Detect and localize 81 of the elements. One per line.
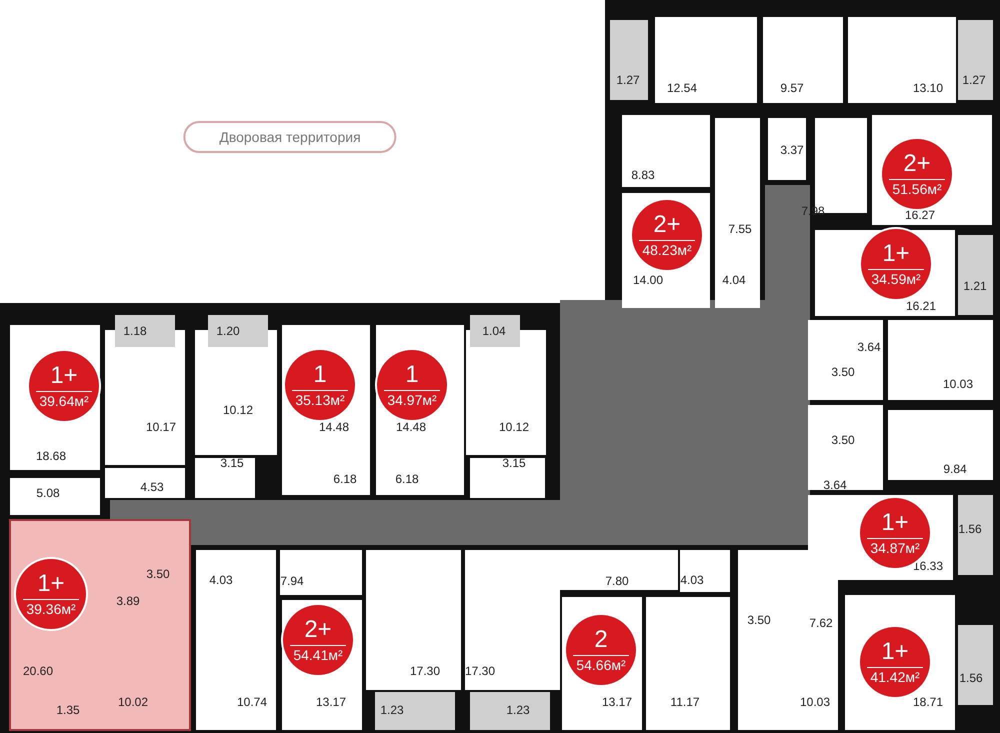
room-area-label: 17.30	[464, 664, 496, 678]
room-area-label: 1.27	[962, 73, 986, 87]
room-count-text: 1+	[50, 362, 78, 388]
room-area-label: 7.94	[280, 574, 304, 588]
room-area-label: 1.18	[123, 324, 147, 338]
room-area-label: 1.56	[958, 522, 982, 536]
room-area-label: 18.68	[36, 449, 66, 463]
room-count-text: 2+	[653, 212, 681, 238]
room-area-label: 3.50	[146, 567, 170, 581]
room-area-label: 10.12	[222, 403, 254, 417]
room-count-text: 1	[405, 362, 419, 388]
room-area-label: 13.17	[316, 695, 346, 709]
room-area-label: 8.83	[631, 168, 655, 182]
room-area-label: 4.03	[680, 573, 704, 587]
room-area-label: 18.71	[912, 695, 944, 709]
room-count-text: 1	[313, 362, 327, 388]
room-area-label: 16.21	[906, 299, 936, 313]
apartment-area-text: 54.66м²	[573, 654, 629, 674]
room-area-label: 1.04	[482, 324, 506, 338]
room-area-label: 13.17	[602, 695, 632, 709]
room-area-label: 20.60	[22, 664, 54, 678]
room-area-label: 13.10	[912, 81, 944, 95]
room-area-label: 7.55	[728, 222, 752, 236]
room-area-label: 3.50	[831, 433, 855, 447]
room-count-text: 2	[594, 626, 608, 652]
room-area-label: 7.80	[605, 574, 629, 588]
apartment-area-text: 34.87м²	[867, 538, 923, 556]
room-area-label: 4.53	[140, 480, 164, 494]
room-area-label: 10.17	[146, 420, 176, 434]
room-area-label: 10.12	[498, 420, 530, 434]
room-area-label: 3.50	[831, 365, 855, 379]
apartment-area-text: 54.41м²	[290, 644, 346, 664]
room-area-label: 3.50	[747, 613, 771, 627]
room-area-label: 9.57	[780, 81, 804, 95]
room-area-label: 1.23	[506, 703, 530, 717]
room-area-label: 10.74	[236, 695, 268, 709]
room-count-text: 1+	[882, 240, 910, 266]
area-name-label: Дворовая территория	[183, 121, 397, 153]
apartment-area-text: 39.64м²	[36, 390, 92, 410]
room-area-label: 14.00	[632, 273, 664, 287]
room-area-label: 10.03	[942, 377, 974, 391]
apartment-area-text: 34.97м²	[384, 390, 440, 408]
room-area-label: 4.03	[209, 573, 233, 587]
room-area-label: 1.27	[616, 73, 640, 87]
apartment-area-text: 51.56м²	[889, 178, 945, 198]
room-count-text: 1+	[881, 510, 909, 536]
room-area-label: 6.18	[395, 472, 419, 486]
room-area-label: 1.21	[963, 279, 987, 293]
apartment-area-text: 39.36м²	[23, 598, 79, 618]
apartment-area-text: 34.59м²	[868, 268, 924, 288]
room-area-label: 10.02	[118, 695, 148, 709]
room-area-label: 1.20	[216, 324, 240, 338]
apartment-area-text: 35.13м²	[292, 390, 348, 408]
room-count-text: 1+	[881, 638, 909, 664]
room-area-label: 4.04	[722, 273, 746, 287]
room-area-label: 16.27	[904, 208, 936, 222]
room-area-label: 1.35	[56, 703, 80, 717]
room-area-label: 17.30	[410, 664, 440, 678]
room-area-label: 6.18	[333, 472, 357, 486]
room-area-label: 10.03	[800, 695, 830, 709]
room-area-label: 1.56	[959, 671, 983, 685]
room-area-label: 9.84	[943, 462, 967, 476]
room-area-label: 7.62	[809, 616, 833, 630]
room-area-label: 5.08	[36, 486, 60, 500]
room-area-label: 3.64	[823, 478, 847, 492]
room-area-label: 1.23	[380, 703, 404, 717]
room-count-text: 2+	[903, 150, 931, 176]
room-area-label: 3.15	[220, 456, 244, 470]
room-area-label: 16.33	[912, 559, 944, 573]
room-area-label: 3.37	[780, 143, 804, 157]
apartment-area-text: 48.23м²	[639, 240, 695, 258]
room-area-label: 11.17	[670, 695, 700, 709]
room-count-text: 1+	[37, 570, 65, 596]
room-count-text: 2+	[304, 616, 332, 642]
apartment-area-text: 41.42м²	[867, 666, 923, 686]
room-area-label: 3.64	[857, 340, 881, 354]
room-area-label: 14.48	[396, 420, 426, 434]
room-area-label: 12.54	[666, 81, 698, 95]
room-area-label: 14.48	[318, 420, 350, 434]
room-area-label: 3.89	[116, 594, 140, 608]
room-area-label: 3.15	[502, 456, 526, 470]
